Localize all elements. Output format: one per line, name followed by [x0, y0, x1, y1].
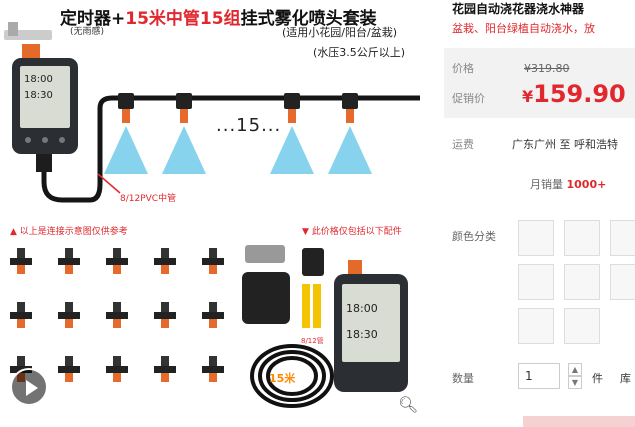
hose-length-label: 15米: [269, 372, 296, 385]
product-info-panel: 花园自动浇花器浇水神器 盆栽、阳台绿植自动浇水，放 价格 ¥319.80 促销价…: [440, 0, 635, 427]
color-option[interactable]: [518, 308, 554, 344]
original-price: ¥319.80: [524, 62, 570, 75]
strip-note-right: ▼ 此价格仅包括以下配件: [302, 227, 402, 237]
pipe-label: 8/12PVC中管: [120, 194, 177, 204]
timer-time-2: 18:30: [24, 90, 53, 101]
color-option[interactable]: [610, 220, 635, 256]
pipe-spec-label: 8/12管: [301, 337, 324, 345]
buy-button[interactable]: [523, 416, 635, 427]
quantity-input[interactable]: 1: [518, 363, 560, 389]
product-title: 花园自动浇花器浇水神器: [452, 2, 585, 16]
promo-price-label: 促销价: [452, 92, 485, 105]
accessory-strip: ▲ 以上是连接示意图仅供参考 ▼ 此价格仅包括以下配件: [0, 222, 427, 240]
zoom-icon[interactable]: 🔍︎: [398, 395, 419, 414]
video-play-button[interactable]: [10, 368, 48, 406]
svg-text:18:00: 18:00: [346, 302, 378, 315]
shipping-destination[interactable]: 广东广州 至 呼和浩特: [512, 138, 618, 151]
quantity-decrease-button[interactable]: ▼: [568, 376, 582, 389]
accessories-illustration: 18:00 18:30: [10, 245, 408, 408]
strip-note-left: ▲ 以上是连接示意图仅供参考: [10, 227, 128, 237]
price-box: 价格 ¥319.80 促销价 ¥159.90: [444, 48, 635, 118]
quantity-increase-button[interactable]: ▲: [568, 363, 582, 376]
no-rain-note: (无雨感): [70, 27, 105, 37]
banner-title: 定时器+15米中管15组挂式雾化喷头套装: [60, 9, 377, 29]
timer-time-1: 18:00: [24, 74, 53, 85]
color-option[interactable]: [564, 308, 600, 344]
color-label: 颜色分类: [452, 230, 496, 243]
stock-label: 库: [620, 372, 631, 385]
connection-diagram: 18:00 18:30 定时器+15米中管15组挂式雾化喷头套装: [0, 0, 427, 222]
shipping-label: 运费: [452, 138, 474, 151]
quantity-label: 数量: [452, 372, 474, 385]
color-option[interactable]: [564, 220, 600, 256]
quantity-unit: 件: [592, 372, 603, 385]
monthly-sales: 月销量 1000+: [530, 178, 607, 191]
color-option[interactable]: [518, 220, 554, 256]
color-option[interactable]: [610, 264, 635, 300]
svg-text:18:30: 18:30: [346, 328, 378, 341]
usage-note: (适用小花园/阳台/盆栽): [282, 26, 397, 39]
diagram-illustration: 18:00 18:30: [4, 22, 420, 203]
color-option[interactable]: [564, 264, 600, 300]
product-banner-image: 18:00 18:30 定时器+15米中管15组挂式雾化喷头套装: [0, 0, 427, 414]
price-label: 价格: [452, 62, 474, 75]
count-ellipsis: ...15...: [216, 115, 282, 136]
product-subtitle: 盆栽、阳台绿植自动浇水，放: [452, 22, 595, 35]
nozzle-grid-icon: [10, 248, 32, 274]
color-option[interactable]: [518, 264, 554, 300]
promo-price: ¥159.90: [522, 80, 626, 108]
pressure-note: (水压3.5公斤以上): [313, 46, 406, 59]
